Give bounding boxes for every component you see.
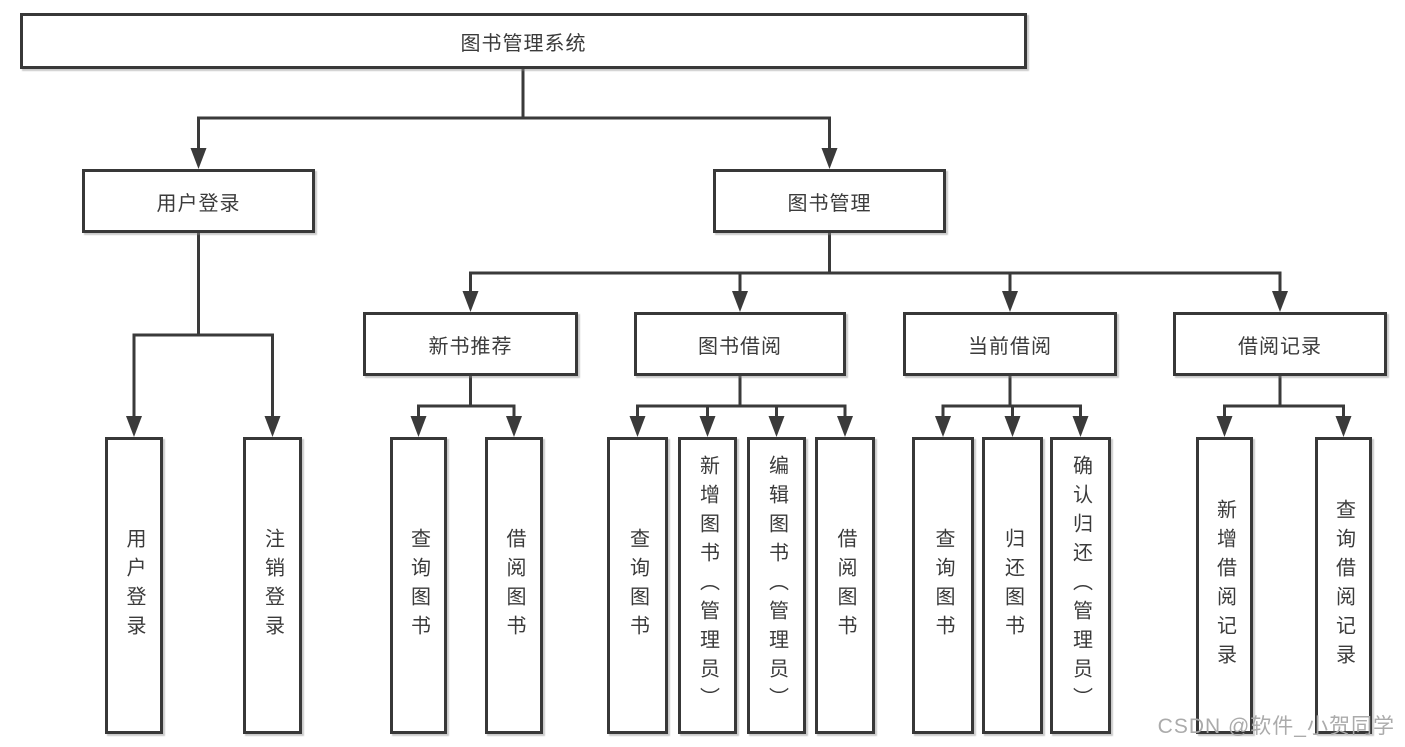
- leaf-recommend-query-books-label: 查询图书: [407, 527, 430, 644]
- leaf-logout: 注销登录: [243, 437, 302, 734]
- leaf-borrow-add-books-admin: 新增图书（管理员）: [678, 437, 737, 734]
- leaf-records-query-record-label: 查询借阅记录: [1332, 498, 1355, 673]
- leaf-current-return-books-label: 归还图书: [1001, 527, 1024, 644]
- node-borrow-records: 借阅记录: [1173, 312, 1387, 376]
- leaf-recommend-query-books: 查询图书: [390, 437, 447, 734]
- leaf-records-add-record-label: 新增借阅记录: [1213, 498, 1236, 673]
- node-current-borrow: 当前借阅: [903, 312, 1117, 376]
- node-book-borrow: 图书借阅: [634, 312, 846, 376]
- leaf-records-query-record: 查询借阅记录: [1315, 437, 1372, 734]
- leaf-current-query-books: 查询图书: [912, 437, 974, 734]
- node-new-book-recommend: 新书推荐: [363, 312, 578, 376]
- leaf-borrow-edit-books-admin: 编辑图书（管理员）: [747, 437, 806, 734]
- leaf-borrow-add-books-admin-label: 新增图书（管理员）: [696, 455, 719, 716]
- node-borrow-records-label: 借阅记录: [1238, 335, 1322, 358]
- node-user-login: 用户登录: [82, 169, 315, 233]
- leaf-borrow-borrow-books-label: 借阅图书: [834, 527, 856, 644]
- leaf-records-add-record: 新增借阅记录: [1196, 437, 1253, 734]
- leaf-user-login-label: 用户登录: [123, 527, 145, 644]
- node-current-borrow-label: 当前借阅: [968, 335, 1052, 358]
- leaf-recommend-borrow-books: 借阅图书: [485, 437, 543, 734]
- leaf-borrow-borrow-books: 借阅图书: [815, 437, 875, 734]
- node-root-label: 图书管理系统: [460, 32, 587, 55]
- node-new-book-recommend-label: 新书推荐: [428, 335, 513, 358]
- leaf-current-return-books: 归还图书: [982, 437, 1043, 734]
- leaf-borrow-edit-books-admin-label: 编辑图书（管理员）: [765, 455, 788, 716]
- node-book-management: 图书管理: [713, 169, 946, 233]
- leaf-current-query-books-label: 查询图书: [932, 527, 954, 644]
- leaf-logout-label: 注销登录: [261, 527, 284, 644]
- leaf-borrow-query-books: 查询图书: [607, 437, 668, 734]
- node-user-login-label: 用户登录: [156, 192, 241, 215]
- node-root-system: 图书管理系统: [20, 13, 1027, 69]
- leaf-borrow-query-books-label: 查询图书: [626, 527, 649, 644]
- leaf-recommend-borrow-books-label: 借阅图书: [503, 527, 525, 644]
- node-book-management-label: 图书管理: [787, 192, 872, 215]
- csdn-watermark: CSDN @软件_小贺同学: [1157, 715, 1395, 738]
- node-book-borrow-label: 图书借阅: [698, 335, 782, 358]
- leaf-current-confirm-return-admin: 确认归还（管理员）: [1050, 437, 1111, 734]
- leaf-current-confirm-return-admin-label: 确认归还（管理员）: [1069, 455, 1092, 716]
- leaf-user-login: 用户登录: [105, 437, 163, 734]
